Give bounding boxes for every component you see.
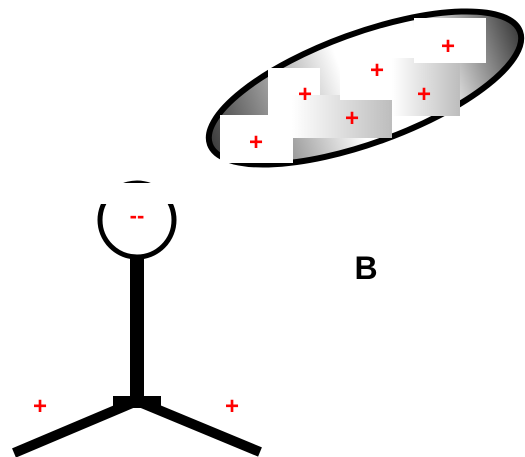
rod-plus-charge: + [441,33,455,60]
rod-patch [220,115,293,163]
electroscope-stem [130,256,144,406]
electroscope-leaf-left [12,396,139,457]
rod-patch [392,58,460,116]
bulb-negative-charge: -- [130,203,145,228]
rod-label: B [354,250,377,286]
rod-plus-charge: + [298,81,312,108]
rod-plus-charge: + [345,105,359,132]
charged-rod: + + + + + + [205,8,525,168]
rod-plus-charge: + [417,81,431,108]
leaf-left-charge: + [33,393,47,420]
rod-plus-charge: + [249,129,263,156]
rod-plus-charge: + [370,57,384,84]
electroscope: -- + + [12,180,262,457]
leaf-right-charge: + [225,393,239,420]
bulb-gap [95,183,179,204]
rod-patch [414,18,486,63]
rod-patch [292,95,392,138]
electroscope-leaf-right [135,396,262,457]
